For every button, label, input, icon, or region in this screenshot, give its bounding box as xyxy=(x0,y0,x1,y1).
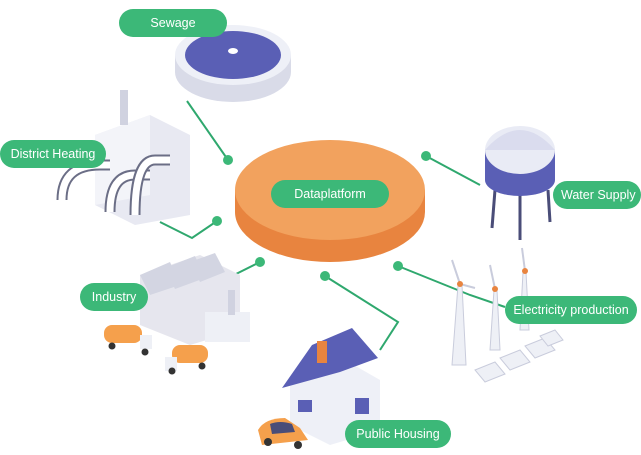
connector-district-heating xyxy=(159,220,218,240)
connector-sewage xyxy=(186,100,229,161)
dot-district-heating xyxy=(212,216,222,226)
connector-water-supply xyxy=(425,155,481,186)
label-electricity-production: Electricity production xyxy=(505,296,637,324)
district-heating-plant-illustration xyxy=(56,90,190,225)
label-dataplatform: Dataplatform xyxy=(271,180,389,208)
connector-electricity xyxy=(397,265,506,308)
dot-industry xyxy=(255,257,265,267)
connector-public-housing xyxy=(324,275,400,351)
label-sewage: Sewage xyxy=(119,9,227,37)
dot-electricity xyxy=(393,261,403,271)
factory-illustration xyxy=(140,253,250,345)
tanker-truck-illustration xyxy=(104,325,152,356)
water-tower-illustration xyxy=(485,126,555,240)
label-public-housing: Public Housing xyxy=(345,420,451,448)
label-industry: Industry xyxy=(80,283,148,311)
dot-public-housing xyxy=(320,271,330,281)
label-district-heating: District Heating xyxy=(0,140,106,168)
solar-panels-illustration xyxy=(474,329,564,383)
connector-dots xyxy=(212,151,431,281)
tanker-truck-illustration-2 xyxy=(165,345,208,375)
dot-water-supply xyxy=(421,151,431,161)
dot-sewage xyxy=(223,155,233,165)
label-water-supply: Water Supply xyxy=(553,181,641,209)
sewage-tank-illustration xyxy=(175,25,291,102)
car-illustration xyxy=(258,418,308,449)
